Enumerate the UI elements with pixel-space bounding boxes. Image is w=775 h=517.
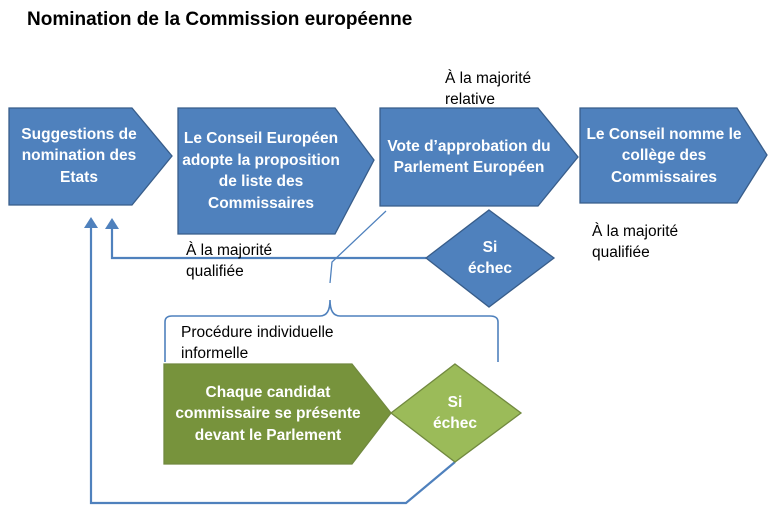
procedure-brace — [164, 299, 499, 362]
step-conseil-nomme-shape — [579, 107, 768, 204]
step-conseil-adopte-shape — [177, 107, 375, 235]
return-line-echec-2 — [89, 227, 456, 505]
label-majorite-qualifiee-1: À la majorité qualifiée — [186, 242, 273, 280]
step-candidat-shape — [163, 363, 392, 465]
decision-echec-1-label: Si échec — [468, 238, 512, 278]
decision-echec-2-label: Si échec — [433, 393, 477, 433]
decision-echec-1: Si échec — [459, 233, 521, 283]
return-line-echec-1 — [110, 229, 426, 260]
return-arrowhead-1 — [105, 218, 119, 229]
step-suggestions: Suggestions de nomination des Etats — [12, 112, 146, 200]
return-arrowhead-2 — [84, 217, 98, 228]
label-majorite-qualifiee-2: À la majorité qualifiée — [592, 223, 679, 261]
step-conseil-nomme: Le Conseil nomme le collège des Commissa… — [584, 112, 744, 200]
step-conseil-adopte: Le Conseil Européen adopte la propositio… — [182, 112, 340, 230]
label-majorite-relative: À la majorité relative — [445, 70, 532, 108]
step-conseil-adopte-label: Le Conseil Européen adopte la propositio… — [182, 130, 340, 212]
decision-echec-2-shape — [389, 363, 523, 463]
step-vote: Vote d’approbation du Parlement Européen — [383, 112, 555, 202]
step-vote-label: Vote d’approbation du Parlement Européen — [387, 137, 551, 177]
label-procedure: Procédure individuelle informelle — [181, 324, 334, 362]
step-suggestions-label: Suggestions de nomination des Etats — [21, 125, 137, 186]
callout-line — [329, 210, 387, 284]
step-candidat-label: Chaque candidat commissaire se présente … — [175, 383, 361, 444]
step-suggestions-shape — [8, 107, 173, 206]
step-candidat: Chaque candidat commissaire se présente … — [170, 367, 366, 461]
decision-echec-2: Si échec — [424, 388, 486, 438]
diagram-title: Nomination de la Commission européenne — [27, 9, 413, 30]
step-conseil-nomme-label: Le Conseil nomme le collège des Commissa… — [586, 125, 742, 186]
decision-echec-1-shape — [424, 209, 556, 308]
step-vote-shape — [379, 107, 579, 207]
